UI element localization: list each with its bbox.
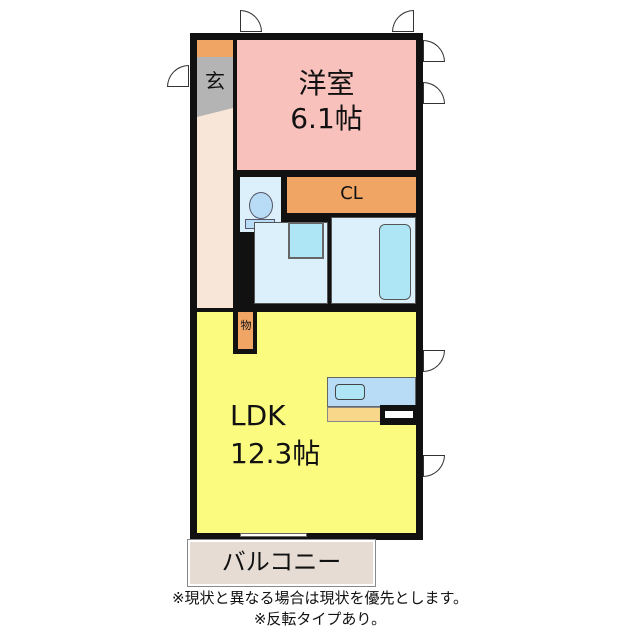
door-icon xyxy=(423,40,445,62)
western-room xyxy=(237,40,416,170)
door-icon xyxy=(423,82,445,104)
door-icon xyxy=(423,350,445,372)
note-1: ※現状と異なる場合は現状を優先とします。 xyxy=(171,589,469,607)
toilet-bowl xyxy=(249,192,273,219)
door-icon xyxy=(392,10,414,32)
kitchen-counter-lower xyxy=(327,407,382,422)
western-room-name: 洋室 xyxy=(298,67,355,100)
pillar-inner xyxy=(385,411,413,418)
balcony xyxy=(187,539,376,587)
storage-inner xyxy=(238,312,253,349)
note-2: ※反転タイプあり。 xyxy=(253,610,387,628)
balcony-window xyxy=(240,533,307,537)
shoe-box xyxy=(197,40,233,57)
balcony-label: バルコニー xyxy=(221,548,342,576)
ldk-size: 12.3帖 xyxy=(230,437,321,470)
kitchen-sink xyxy=(335,384,365,400)
door-icon xyxy=(240,10,262,32)
door-icon xyxy=(167,65,189,87)
washbasin xyxy=(288,222,324,259)
western-room-size: 6.1帖 xyxy=(290,102,363,135)
bathtub xyxy=(379,224,411,300)
storage-label: 物 xyxy=(240,319,252,332)
closet-label: CL xyxy=(340,183,363,204)
genkan xyxy=(197,57,233,117)
closet xyxy=(287,177,416,213)
door-icon xyxy=(423,455,445,477)
genkan-label: 玄 xyxy=(205,69,225,93)
ldk-name: LDK xyxy=(230,399,286,432)
